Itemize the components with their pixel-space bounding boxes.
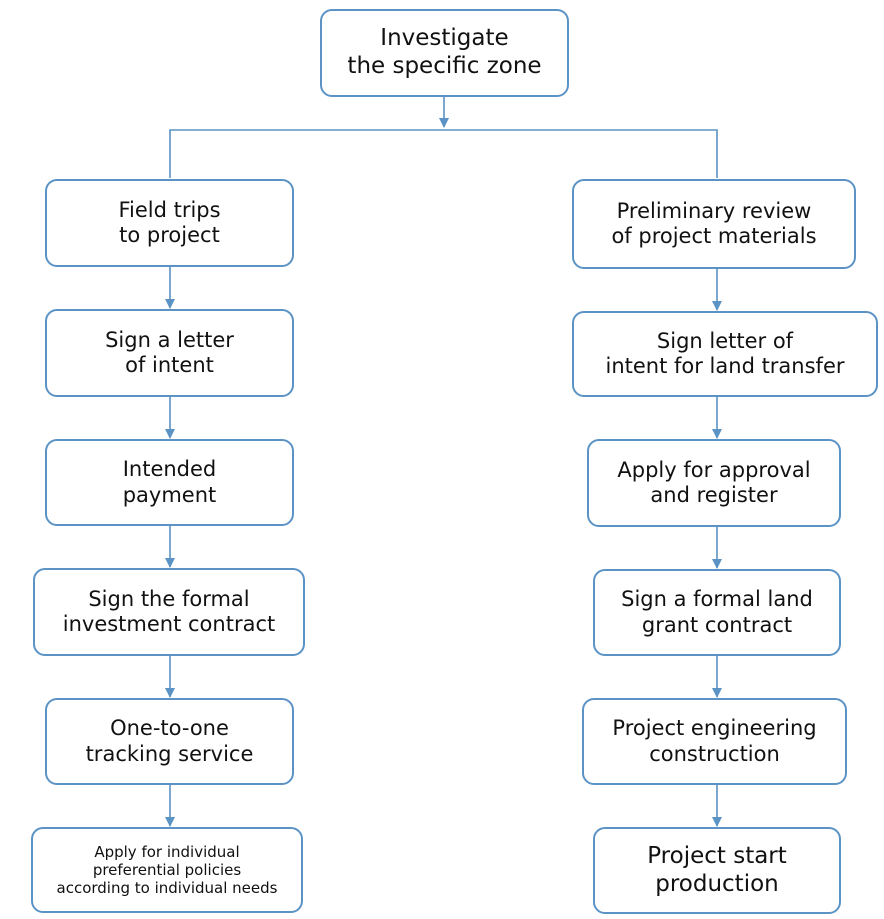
node-preliminary-review: Preliminary review of project materials (572, 179, 856, 269)
node-preferential-policies: Apply for individual preferential polici… (31, 827, 303, 913)
node-label: Sign letter of intent for land transfer (605, 328, 845, 378)
node-start-production: Project start production (593, 827, 841, 914)
node-engineering-construction: Project engineering construction (582, 698, 847, 785)
node-label: Investigate the specific zone (347, 25, 542, 79)
node-letter-of-intent: Sign a letter of intent (45, 309, 294, 397)
node-label: Apply for individual preferential polici… (56, 843, 278, 897)
node-label: Field trips to project (118, 197, 221, 247)
node-label: Intended payment (122, 457, 217, 507)
node-investment-contract: Sign the formal investment contract (33, 568, 305, 656)
node-label: Preliminary review of project materials (611, 198, 817, 248)
node-label: Project engineering construction (612, 716, 817, 766)
node-tracking-service: One-to-one tracking service (45, 698, 294, 785)
node-label: One-to-one tracking service (85, 716, 254, 766)
branch-line (169, 129, 718, 178)
node-label: Apply for approval and register (617, 457, 811, 507)
node-intended-payment: Intended payment (45, 439, 294, 526)
node-investigate-zone: Investigate the specific zone (320, 9, 569, 97)
node-land-grant-contract: Sign a formal land grant contract (593, 569, 841, 656)
node-land-transfer-intent: Sign letter of intent for land transfer (572, 311, 878, 397)
node-label: Sign the formal investment contract (62, 586, 276, 636)
node-label: Sign a formal land grant contract (621, 587, 813, 637)
node-field-trips: Field trips to project (45, 179, 294, 267)
node-label: Project start production (647, 842, 787, 897)
node-approval-register: Apply for approval and register (587, 439, 841, 527)
node-label: Sign a letter of intent (105, 327, 234, 377)
